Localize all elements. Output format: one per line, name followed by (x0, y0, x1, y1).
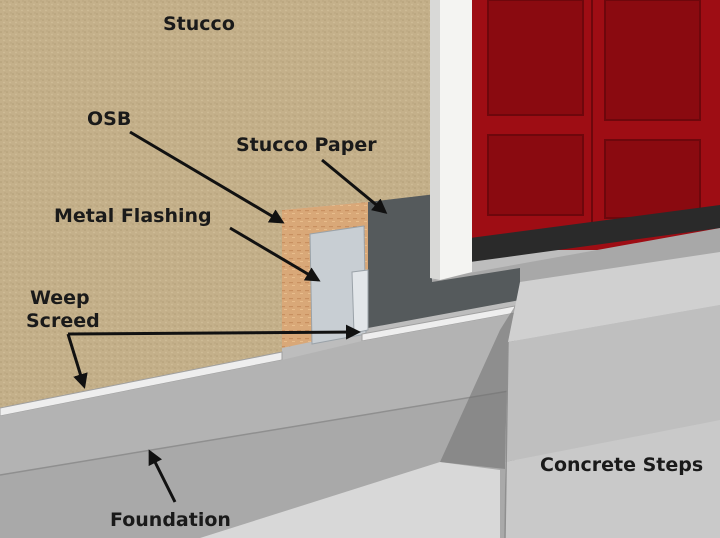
label-stucco: Stucco (163, 13, 235, 35)
stucco-paper-arrow (321, 158, 388, 214)
label-weep: Weep (30, 287, 90, 309)
concrete-steps (504, 252, 720, 538)
annotation-arrows (66, 130, 388, 503)
label-foundation: Foundation (110, 509, 231, 531)
metal-flashing-arrow (229, 226, 321, 282)
weep-screed-arrow-left (66, 333, 88, 389)
red-door (470, 0, 720, 262)
label-osb: OSB (87, 108, 132, 130)
stucco-wall (0, 0, 436, 408)
label-stucco-paper: Stucco Paper (236, 134, 377, 156)
step-shadow (440, 306, 515, 470)
label-metal-flashing: Metal Flashing (54, 205, 212, 227)
foundation (0, 313, 515, 475)
walkway (200, 462, 500, 538)
osb-arrow (129, 130, 285, 224)
label-concrete-steps: Concrete Steps (540, 454, 704, 476)
weep-screed-arrow-right (67, 324, 361, 340)
stucco-paper (368, 192, 520, 328)
door-trim (430, 0, 472, 280)
metal-flashing (309, 225, 369, 345)
label-screed: Screed (26, 310, 100, 332)
foundation-arrow (148, 449, 177, 503)
